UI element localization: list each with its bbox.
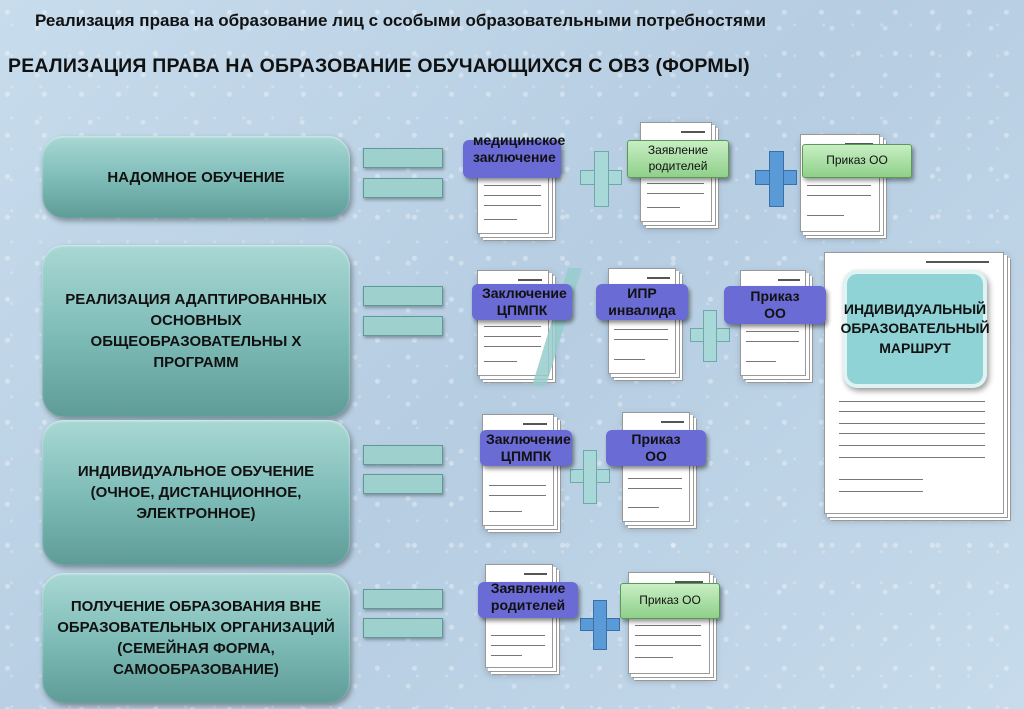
plus-icon <box>580 151 622 207</box>
tag-order-oo: Приказ ОО <box>724 286 826 324</box>
category-label: ИНДИВИДУАЛЬНОЕ ОБУЧЕНИЕ (ОЧНОЕ, ДИСТАНЦИ… <box>77 463 315 522</box>
category-home-education: НАДОМНОЕ ОБУЧЕНИЕ <box>42 136 350 218</box>
tag-cpmpk-conclusion: Заключение ЦПМПК <box>472 284 572 320</box>
plus-icon <box>690 310 730 362</box>
document-image <box>622 412 690 522</box>
individual-route-box: ИНДИВИДУАЛЬНЫЙ ОБРАЗОВАТЕЛЬНЫЙ МАРШРУТ <box>840 270 990 388</box>
tag-order-oo: Приказ ОО <box>606 430 706 466</box>
tag-parents-application-green: Заявление родителей <box>627 140 729 178</box>
page-title: РЕАЛИЗАЦИЯ ПРАВА НА ОБРАЗОВАНИЕ ОБУЧАЮЩИ… <box>8 55 750 77</box>
plus-icon <box>570 450 610 504</box>
individual-route-label: ИНДИВИДУАЛЬНЫЙ ОБРАЗОВАТЕЛЬНЫЙ МАРШРУТ <box>840 300 990 356</box>
tag-parents-application: Заявление родителей <box>478 580 578 618</box>
tag-order-oo-green: Приказ ОО <box>802 144 912 178</box>
tag-ipr-disabled: ИПР инвалида <box>596 284 688 320</box>
category-label: ПОЛУЧЕНИЕ ОБРАЗОВАНИЯ ВНЕ ОБРАЗОВАТЕЛЬНЫ… <box>57 598 335 678</box>
category-adapted-programs: РЕАЛИЗАЦИЯ АДАПТИРОВАННЫХ ОСНОВНЫХ ОБЩЕО… <box>42 245 350 417</box>
plus-icon <box>755 151 797 207</box>
tag-medical-conclusion: медицинское заключение <box>463 132 565 178</box>
category-individual-education: ИНДИВИДУАЛЬНОЕ ОБУЧЕНИЕ (ОЧНОЕ, ДИСТАНЦИ… <box>42 420 350 565</box>
category-label: НАДОМНОЕ ОБУЧЕНИЕ <box>107 168 285 186</box>
tag-order-oo-green: Приказ ОО <box>620 583 720 619</box>
tag-cpmpk-conclusion: Заключение ЦПМПК <box>480 430 572 466</box>
header-subtitle: Реализация права на образование лиц с ос… <box>35 11 766 30</box>
category-label: РЕАЛИЗАЦИЯ АДАПТИРОВАННЫХ ОСНОВНЫХ ОБЩЕО… <box>65 291 327 371</box>
category-outside-organizations: ПОЛУЧЕНИЕ ОБРАЗОВАНИЯ ВНЕ ОБРАЗОВАТЕЛЬНЫ… <box>42 573 350 703</box>
plus-icon <box>580 600 620 650</box>
